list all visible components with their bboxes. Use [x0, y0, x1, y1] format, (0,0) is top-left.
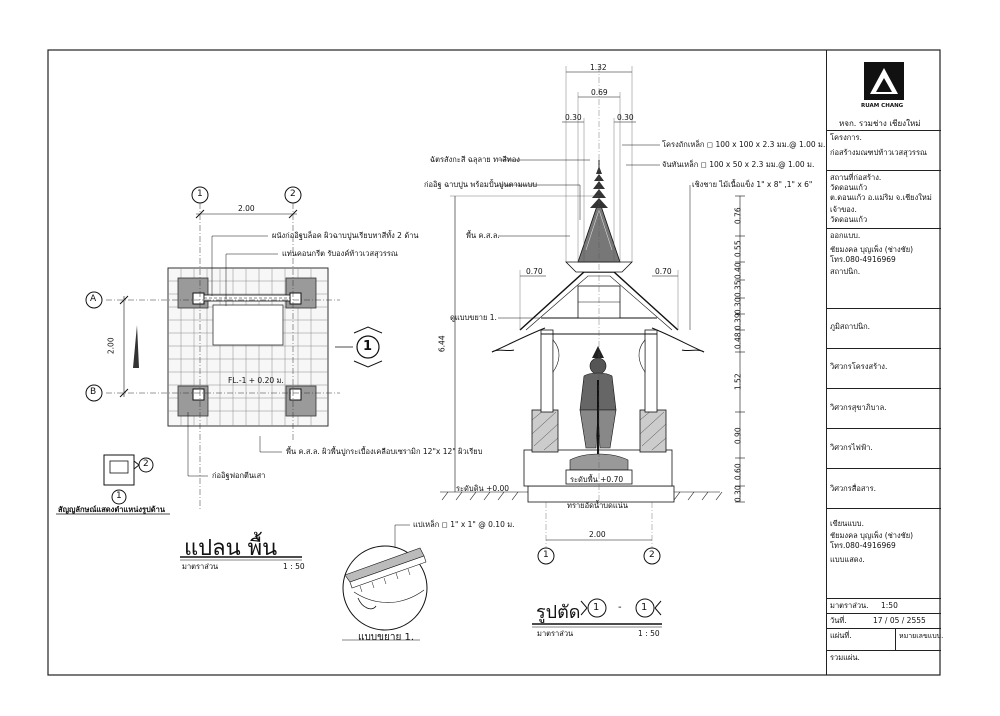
sec-dim-eave-r: 0.70: [655, 267, 672, 276]
plan-dim-side: 2.00: [106, 337, 116, 355]
logo-text: RUAM CHANG: [861, 103, 904, 109]
owner-value: วัดดอนแก้ว: [830, 215, 868, 224]
sec-grid-2: 2: [649, 550, 655, 560]
section-1-1: [440, 66, 745, 628]
section-mark-to: 1: [641, 602, 648, 613]
title-block: RUAM CHANG หจก. รวมช่าง เชียงใหม่ โครงกา…: [826, 50, 944, 675]
sec-dim-bottom: 2.00: [589, 530, 606, 539]
section-marker-label: 1: [363, 339, 373, 354]
designer-tel: โทร.080-4916969: [830, 255, 896, 264]
architect-label: สถาปนิก.: [830, 267, 861, 276]
level-ground: ระดับดิน +0.00: [456, 484, 510, 493]
scale-value: 1:50: [881, 601, 898, 610]
sec-dim-total: 6.44: [437, 335, 447, 353]
vdim-0: 0.76: [733, 207, 743, 225]
owner-label: เจ้าของ.: [830, 205, 857, 214]
vdim-1: 0.55: [733, 240, 743, 258]
detail-title: แบบขยาย 1.: [358, 632, 415, 643]
vdim-4: 0.30: [733, 297, 743, 315]
sec-dim-left: 0.30: [565, 113, 582, 122]
floor-level: FL.-1 + 0.20 ม.: [228, 376, 284, 385]
grid-label-b: B: [90, 387, 97, 397]
plan-title: แปลน พื้น: [184, 536, 278, 561]
note-wall: ผนังก่ออิฐบล็อค ผิวฉาบปูนเรียบทาสีทั้ง 2…: [272, 231, 419, 240]
note-slab: พื้น ค.ส.ล.: [466, 231, 500, 240]
sec-dim-eave-l: 0.70: [526, 267, 543, 276]
note-brick: ก่ออิฐ ฉาบปูน พร้อมปั้นปูนตามแบบ: [424, 180, 538, 189]
plan-dim-top: 2.00: [238, 204, 255, 213]
note-sand: ทรายอัดน้ำบดแน่น: [567, 501, 629, 510]
sec-dim-top: 1.32: [590, 63, 607, 72]
electrical-label: วิศวกรไฟฟ้า.: [830, 443, 873, 452]
sanitary-label: วิศวกรสุขาภิบาล.: [830, 403, 887, 412]
note-steel-truss: โครงถักเหล็ก ◻ 100 x 100 x 2.3 มม.@ 1.00…: [662, 140, 826, 149]
grid-label-2: 2: [290, 189, 296, 199]
vdim-2: 0.40: [733, 262, 743, 280]
vdim-7: 1.52: [733, 373, 743, 391]
total-sheets-label: รวมแผ่น.: [830, 653, 860, 662]
section-scale: 1 : 50: [638, 629, 660, 638]
landscape-label: ภูมิสถาปนิก.: [830, 322, 871, 331]
project-value: ก่อสร้างมณฑปท้าวเวสสุวรรณ: [830, 148, 927, 157]
drawing-no-label: หมายเลขแบบ.: [899, 632, 944, 640]
legend-caption: สัญญลักษณ์แสดงตำแหน่งรูปด้าน: [58, 505, 165, 514]
vdim-9: 0.60: [733, 463, 743, 481]
note-see-detail: ดูแบบขยาย 1.: [450, 313, 497, 322]
location-line1: วัดดอนแก้ว: [830, 183, 868, 192]
note-floor: พื้น ค.ส.ล. ผิวพื้นปูกระเบื้องเคลือบเซรา…: [286, 447, 483, 456]
note-base: แท่นคอนกรีต รับองค์ท้าวเวสสุวรรณ: [282, 249, 398, 258]
telecom-label: วิศวกรสื่อสาร.: [830, 484, 877, 493]
office-name: หจก. รวมช่าง เชียงใหม่: [839, 119, 921, 128]
draftsman-label: เขียนแบบ.: [830, 519, 864, 528]
sec-dim-right: 0.30: [617, 113, 634, 122]
sec-dim-mid: 0.69: [591, 88, 608, 97]
plan-scale-label: มาตราส่วน: [182, 562, 219, 571]
designer-name: ชัยมงคล บุญเพ็ง (ช่างชัย): [830, 245, 914, 254]
vdim-3: 0.35: [733, 280, 743, 298]
date-value: 17 / 05 / 2555: [873, 616, 926, 625]
vdim-6: 0.48: [733, 332, 743, 350]
location-line2: ต.ดอนแก้ว อ.แม่ริม จ.เชียงใหม่: [830, 193, 932, 202]
drawing-label: แบบแสดง.: [830, 555, 865, 564]
section-dash: -: [618, 602, 622, 613]
section-title: รูปตัด: [536, 602, 581, 623]
level-floor: ระดับพื้น +0.70: [570, 475, 624, 484]
sec-grid-1: 1: [543, 550, 549, 560]
legend-mark-1: 1: [116, 491, 122, 501]
note-steel-rafter: จันทันเหล็ก ◻ 100 x 50 x 2.3 มม.@ 1.00 ม…: [662, 160, 815, 169]
detail-1: [342, 524, 428, 641]
plan-scale: 1 : 50: [283, 562, 305, 571]
note-spire: ฉัตรสังกะสี ฉลุลาย ทาสีทอง: [430, 155, 520, 164]
note-column: ก่ออิฐฟอกตีนเสา: [212, 471, 266, 480]
floor-plan: [56, 186, 383, 561]
draftsman-name: ชัยมงคล บุญเพ็ง (ช่างชัย): [830, 531, 914, 540]
structural-label: วิศวกรโครงสร้าง.: [830, 362, 888, 371]
section-mark-from: 1: [593, 602, 600, 613]
grid-label-1: 1: [197, 189, 203, 199]
legend-mark-2: 2: [143, 459, 149, 469]
scale-label: มาตราส่วน.: [830, 601, 869, 610]
sheet-label: แผ่นที่.: [830, 631, 852, 640]
designer-label: ออกแบบ.: [830, 231, 861, 240]
grid-label-a: A: [90, 294, 97, 304]
note-eave-board: เชิงชาย ไม้เนื้อแข็ง 1" x 8" ,1" x 6": [692, 180, 813, 189]
detail-note: แปเหล็ก ◻ 1" x 1" @ 0.10 ม.: [413, 520, 515, 529]
location-label: สถานที่ก่อสร้าง.: [830, 173, 882, 182]
date-label: วันที่.: [830, 616, 847, 625]
draftsman-tel: โทร.080-4916969: [830, 541, 896, 550]
ruam-chang-logo: [864, 62, 904, 100]
vdim-8: 0.90: [733, 427, 743, 445]
project-label: โครงการ.: [830, 133, 862, 142]
section-scale-label: มาตราส่วน: [537, 629, 574, 638]
vdim-10: 0.30: [733, 485, 743, 503]
vdim-5: 0.39: [733, 313, 743, 331]
